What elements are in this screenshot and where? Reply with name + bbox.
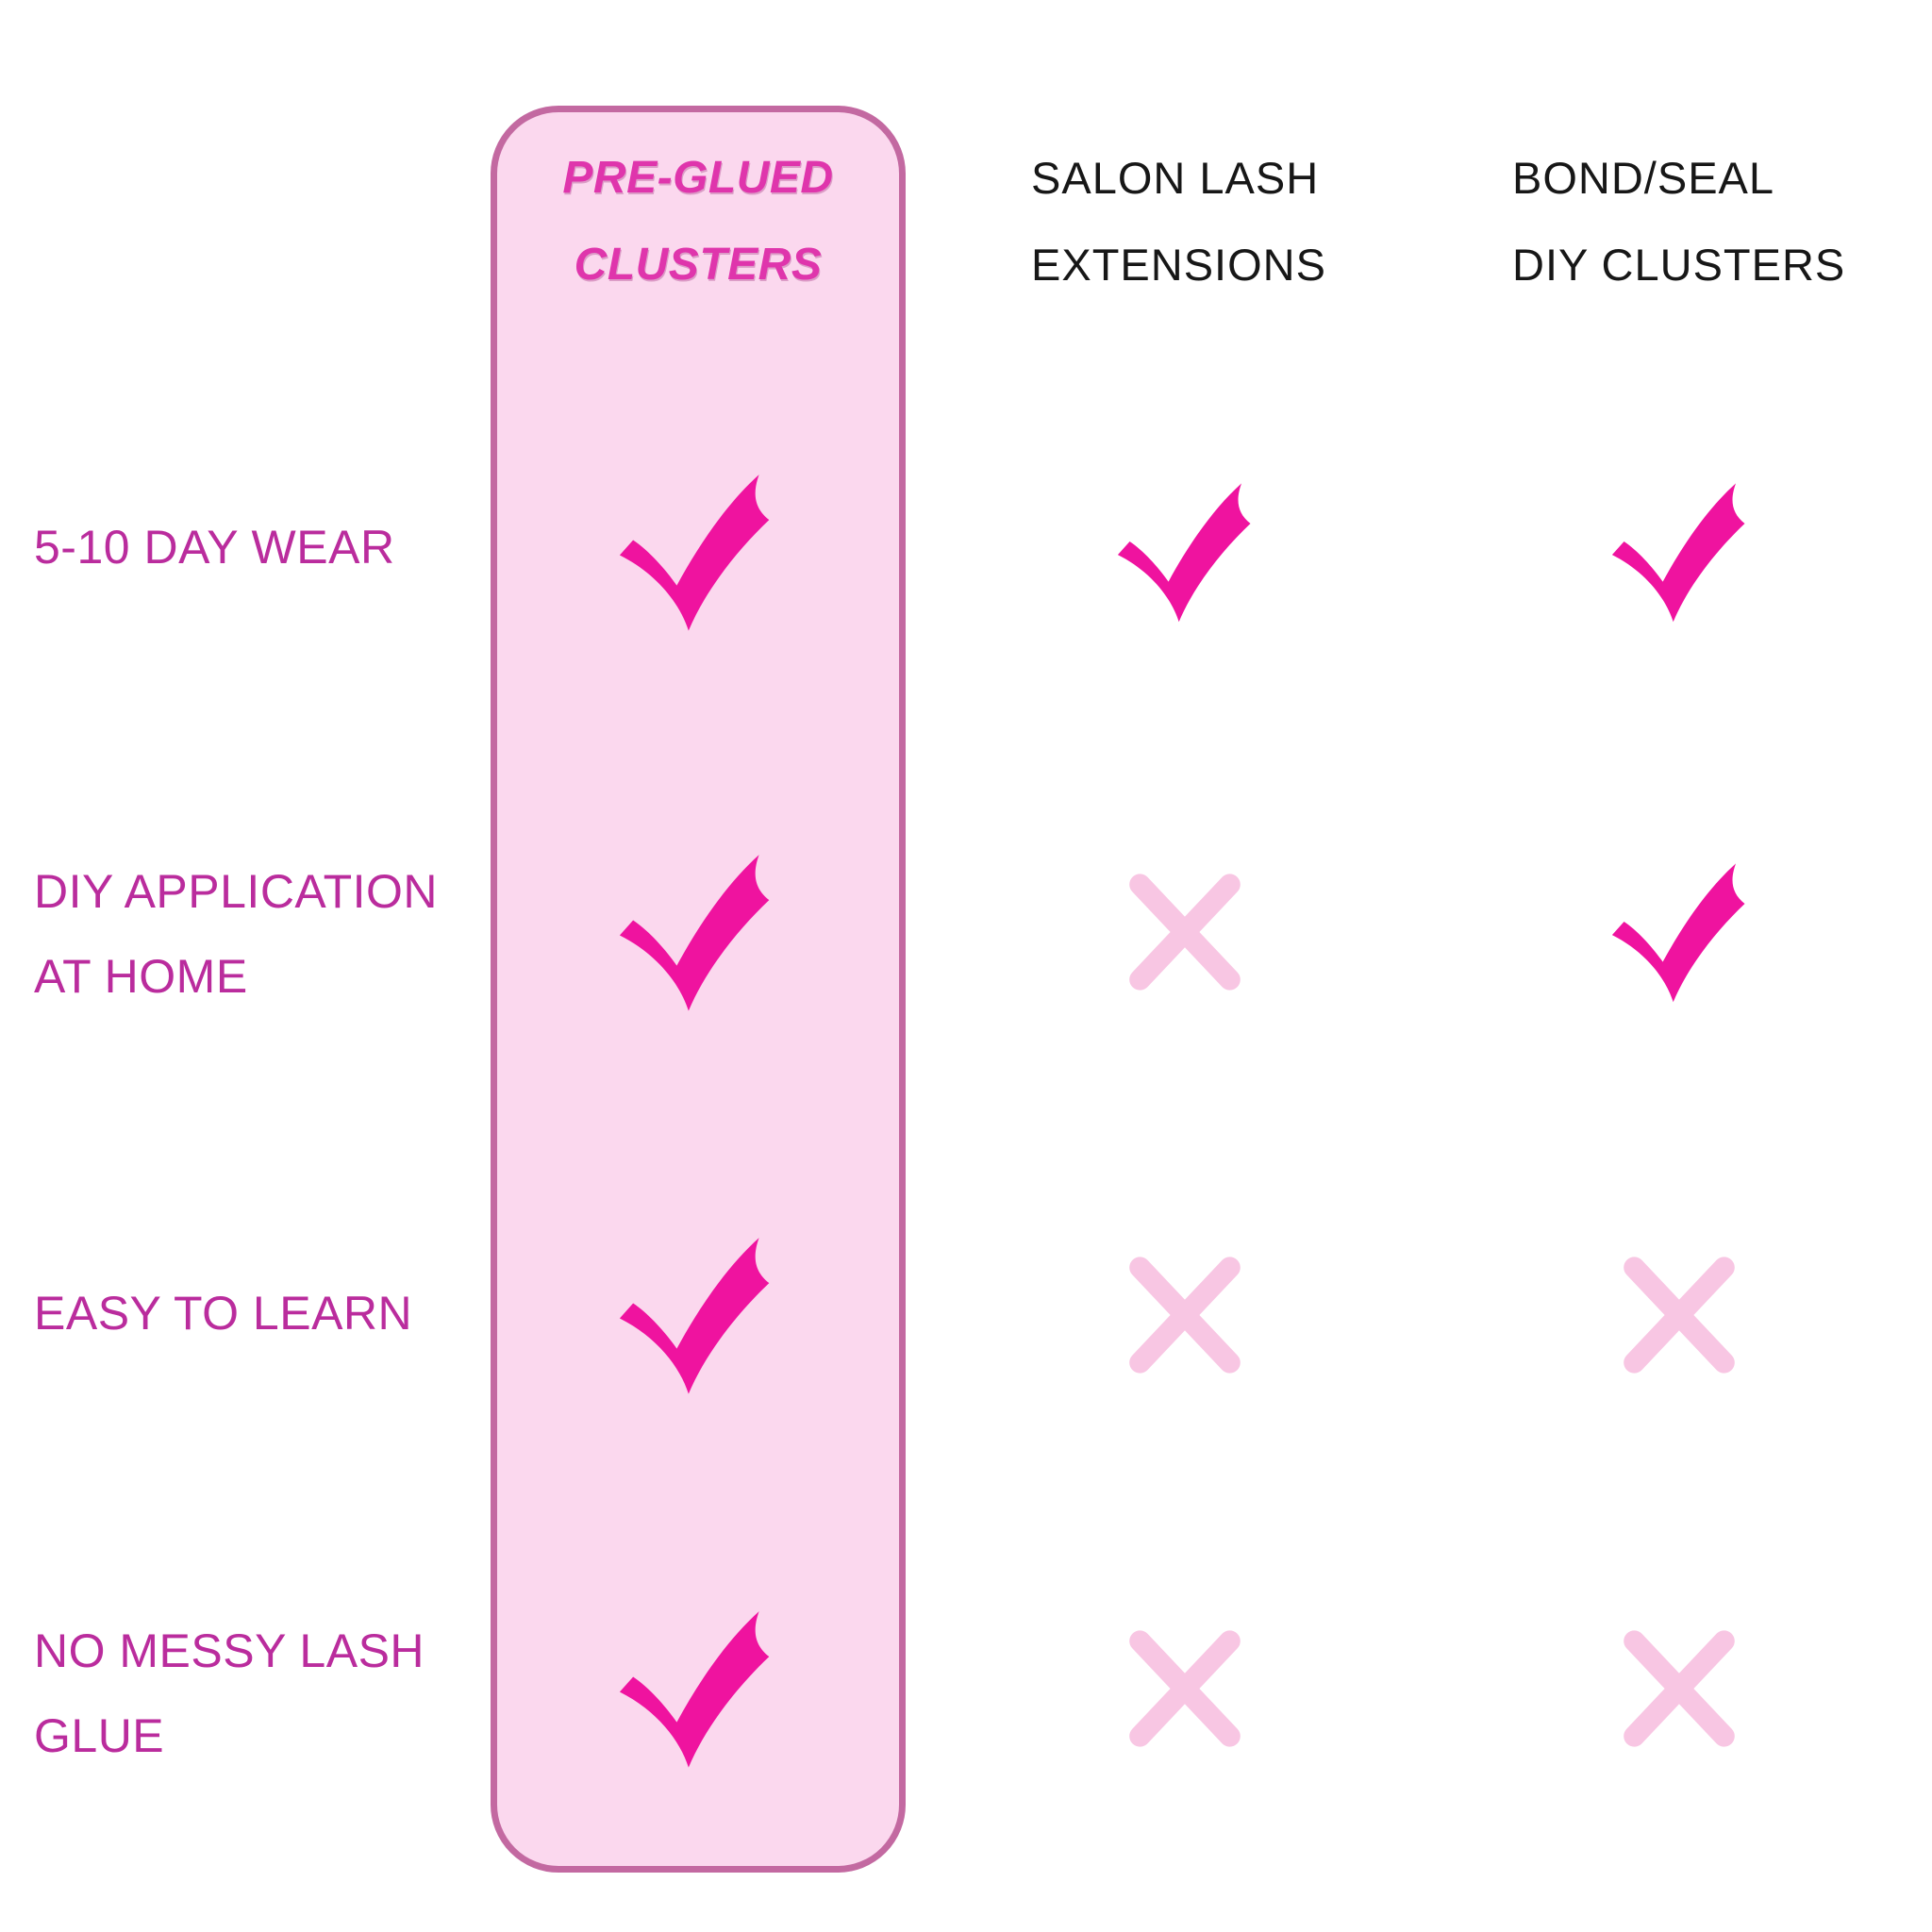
row-label-line: GLUE bbox=[34, 1709, 165, 1762]
column-header-line: EXTENSIONS bbox=[1031, 240, 1326, 290]
mark-cell bbox=[611, 848, 779, 1016]
row-label-line: NO MESSY LASH bbox=[34, 1624, 425, 1677]
column-header-line: PRE-GLUED bbox=[562, 153, 834, 203]
mark-cell bbox=[1605, 477, 1754, 626]
cross-icon bbox=[1624, 1257, 1735, 1374]
mark-cell bbox=[1613, 1249, 1745, 1381]
mark-cell bbox=[1605, 858, 1754, 1007]
row-label-easy-to-learn: EASY TO LEARN bbox=[34, 1271, 412, 1356]
mark-cell bbox=[611, 468, 779, 636]
column-header-salon-lash-extensions: SALON LASH EXTENSIONS bbox=[1031, 135, 1326, 308]
column-header-bond-seal-diy-clusters: BOND/SEAL DIY CLUSTERS bbox=[1512, 135, 1845, 308]
row-label-line: DIY APPLICATION bbox=[34, 865, 439, 918]
check-icon bbox=[1611, 863, 1745, 1003]
mark-cell bbox=[611, 1605, 779, 1773]
column-header-line: CLUSTERS bbox=[574, 240, 823, 290]
row-label-line: EASY TO LEARN bbox=[34, 1287, 413, 1340]
row-label-diy-application-at-home: DIY APPLICATION AT HOME bbox=[34, 849, 438, 1019]
cross-icon bbox=[1624, 1630, 1735, 1747]
mark-cell bbox=[1613, 1623, 1745, 1755]
mark-cell bbox=[1119, 1623, 1251, 1755]
check-icon bbox=[619, 1238, 770, 1394]
mark-cell bbox=[1119, 866, 1251, 998]
row-label-line: 5-10 DAY WEAR bbox=[34, 521, 395, 574]
column-header-line: DIY CLUSTERS bbox=[1512, 240, 1846, 290]
column-header-line: SALON LASH bbox=[1031, 153, 1320, 203]
mark-cell bbox=[611, 1231, 779, 1399]
mark-cell bbox=[1110, 477, 1259, 626]
cross-icon bbox=[1129, 1630, 1241, 1747]
row-label-line: AT HOME bbox=[34, 950, 248, 1003]
check-icon bbox=[1117, 483, 1251, 623]
check-icon bbox=[619, 475, 770, 631]
check-icon bbox=[619, 1611, 770, 1768]
check-icon bbox=[619, 855, 770, 1011]
cross-icon bbox=[1129, 1257, 1241, 1374]
row-label-5-10-day-wear: 5-10 DAY WEAR bbox=[34, 505, 395, 590]
mark-cell bbox=[1119, 1249, 1251, 1381]
column-header-line: BOND/SEAL bbox=[1512, 153, 1775, 203]
row-label-no-messy-lash-glue: NO MESSY LASH GLUE bbox=[34, 1608, 425, 1778]
check-icon bbox=[1611, 483, 1745, 623]
cross-icon bbox=[1129, 874, 1241, 991]
column-header-pre-glued-clusters: PRE-GLUED CLUSTERS bbox=[491, 135, 906, 308]
